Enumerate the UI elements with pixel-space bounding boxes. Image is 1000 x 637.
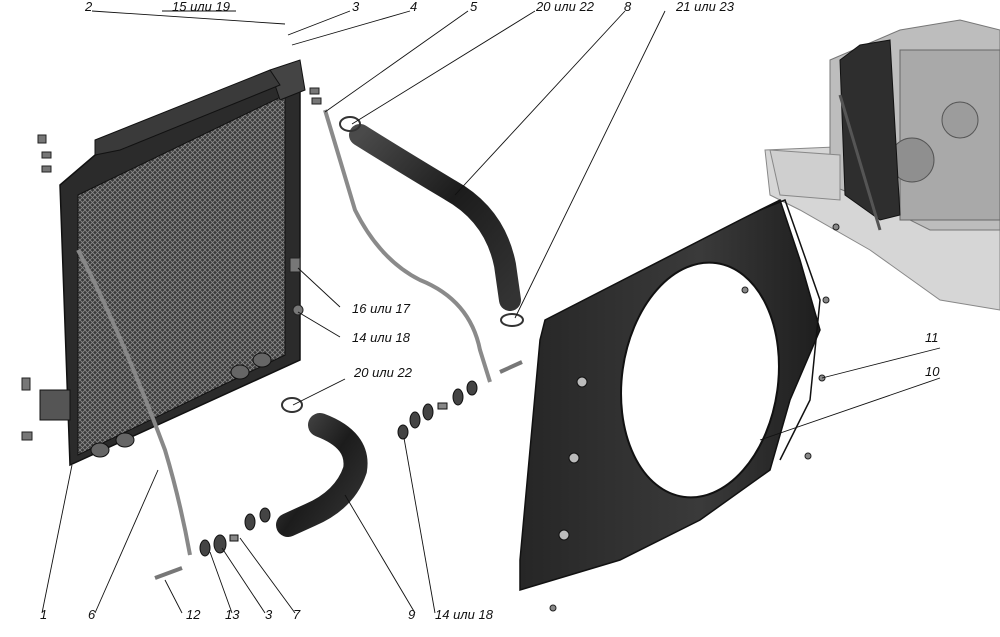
callout-3-top: 3 <box>352 0 360 14</box>
callout-10: 10 <box>925 364 940 379</box>
callout-2: 2 <box>85 0 93 14</box>
callout-7: 7 <box>293 607 301 622</box>
callout-11: 11 <box>925 330 939 345</box>
fan-shroud <box>519 198 821 592</box>
hose-clamps-upper <box>339 116 524 327</box>
upper-hose <box>349 124 521 311</box>
callout-15-or-19: 15 или 19 <box>172 0 230 14</box>
callout-9: 9 <box>408 607 416 622</box>
callout-16-or-17: 16 или 17 <box>352 301 410 316</box>
callout-5: 5 <box>470 0 478 14</box>
leader-lines <box>41 10 941 614</box>
radiator-outlets <box>90 352 272 458</box>
callout-4: 4 <box>410 0 418 14</box>
callout-14-or-18-mid: 14 или 18 <box>352 330 410 345</box>
drain-tube <box>76 249 192 556</box>
lower-hose <box>276 413 368 537</box>
callout-3-bottom: 3 <box>265 607 273 622</box>
callout-6: 6 <box>88 607 96 622</box>
fastener-stack-left <box>154 507 271 580</box>
callout-20-or-22-mid: 20 или 22 <box>354 365 412 380</box>
radiator-fasteners <box>21 87 322 441</box>
callout-13: 13 <box>225 607 240 622</box>
hose-clamp-lower <box>281 397 303 413</box>
callout-21-or-23: 21 или 23 <box>676 0 734 14</box>
callout-1: 1 <box>40 607 48 622</box>
shroud-nuts <box>549 223 840 612</box>
radiator <box>21 59 322 467</box>
callout-20-or-22-top: 20 или 22 <box>536 0 594 14</box>
callout-12: 12 <box>186 607 201 622</box>
engine-inset <box>764 19 1000 311</box>
bypass-pipe <box>323 109 492 383</box>
fastener-stack-right <box>397 360 523 440</box>
callout-8: 8 <box>624 0 632 14</box>
callout-14-or-18-bottom: 14 или 18 <box>435 607 493 622</box>
